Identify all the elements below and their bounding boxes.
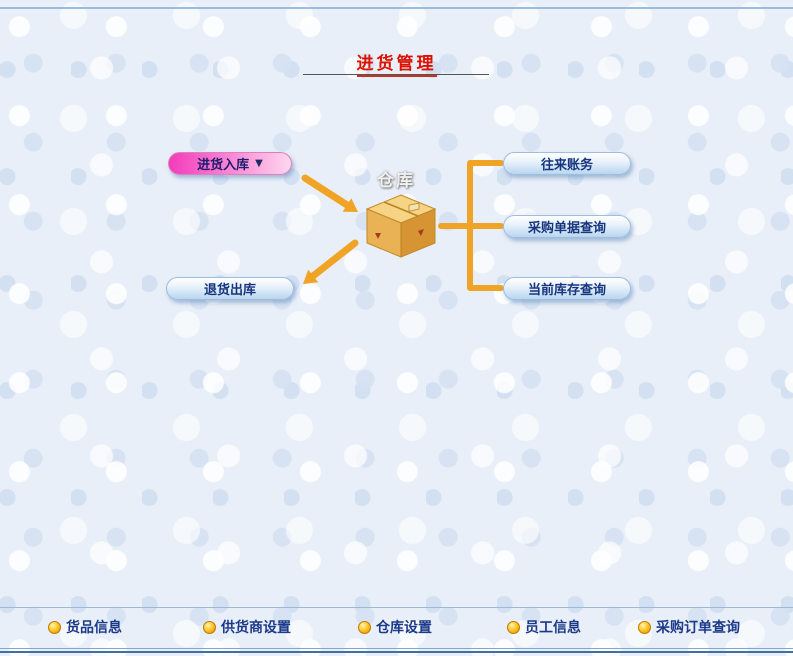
- return-outbound-label: 退货出库: [203, 283, 256, 298]
- accounts-button[interactable]: 往来账务: [503, 152, 631, 175]
- menu-item-label: 仓库设置: [376, 620, 432, 636]
- menu-item-warehouse-setup[interactable]: 仓库设置: [358, 615, 432, 639]
- warehouse-label: 仓库: [377, 171, 415, 191]
- sphere-icon: [358, 620, 371, 634]
- menu-item-label: 员工信息: [525, 620, 581, 636]
- dropdown-arrow-icon[interactable]: ▼: [255, 158, 263, 169]
- inventory-query-label: 当前库存查询: [527, 283, 606, 298]
- menu-item-purchase-order-query[interactable]: 采购订单查询: [638, 615, 740, 639]
- purchase-doc-query-label: 采购单据查询: [527, 221, 606, 236]
- purchase-doc-query-button[interactable]: 采购单据查询: [503, 215, 631, 238]
- sphere-icon: [203, 620, 216, 634]
- sphere-icon: [507, 620, 520, 634]
- purchase-inbound-label: 进货入库: [197, 158, 250, 173]
- bottom-divider-light: [0, 648, 793, 649]
- sphere-icon: [48, 620, 61, 634]
- sphere-icon: [638, 620, 651, 634]
- menu-item-goods-info[interactable]: 货品信息: [48, 615, 122, 639]
- menu-item-supplier-setup[interactable]: 供货商设置: [203, 615, 291, 639]
- menu-item-employee-info[interactable]: 员工信息: [507, 615, 581, 639]
- menu-divider: [0, 607, 793, 608]
- inventory-query-button[interactable]: 当前库存查询: [503, 277, 631, 300]
- warehouse-box-icon[interactable]: [363, 193, 439, 261]
- purchase-inbound-button[interactable]: 进货入库 ▼: [168, 152, 292, 175]
- menu-item-label: 采购订单查询: [656, 620, 740, 636]
- menu-item-label: 供货商设置: [221, 620, 291, 636]
- title-underline: [303, 74, 489, 75]
- return-outbound-button[interactable]: 退货出库: [166, 277, 294, 300]
- accounts-label: 往来账务: [540, 158, 593, 173]
- top-divider: [0, 7, 793, 9]
- bottom-divider-dark: [0, 651, 793, 653]
- page-title: 进货管理: [0, 49, 793, 77]
- page-title-text: 进货管理: [356, 54, 437, 77]
- menu-item-label: 货品信息: [66, 620, 122, 636]
